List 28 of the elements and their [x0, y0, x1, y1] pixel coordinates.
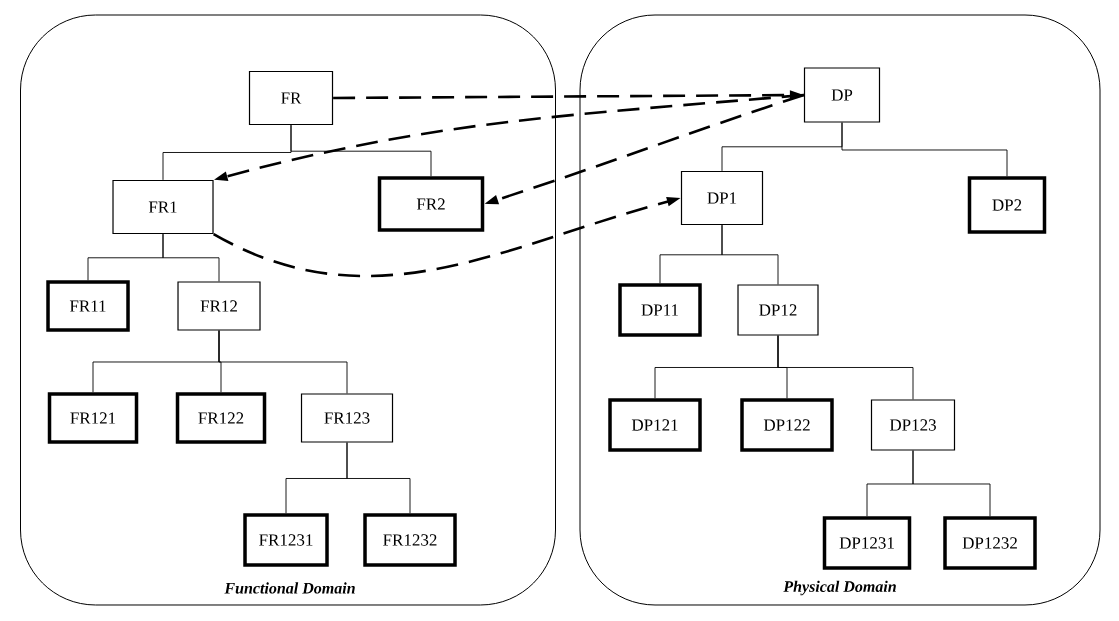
- tree-connector: [346, 442, 411, 514]
- requirement-box: DP1231: [822, 516, 912, 570]
- requirement-box: FR123: [300, 393, 394, 443]
- requirement-box: FR121: [47, 392, 139, 444]
- tree-connector: [721, 224, 779, 285]
- requirement-box: FR: [248, 70, 334, 126]
- tree-connector: [912, 450, 991, 517]
- requirement-box: FR2: [377, 176, 485, 232]
- requirement-box: DP11: [618, 283, 702, 337]
- tree-connector: [777, 335, 914, 400]
- tree-connector: [841, 122, 1008, 177]
- requirement-box: DP: [803, 67, 881, 123]
- requirement-box: FR12: [177, 281, 261, 331]
- requirement-box: FR1231: [243, 513, 329, 567]
- requirement-box: DP122: [740, 398, 834, 452]
- tree-connector: [218, 330, 348, 394]
- requirement-box: DP2: [967, 176, 1047, 234]
- requirement-box: DP123: [870, 399, 956, 451]
- requirement-box: FR1: [112, 179, 214, 235]
- requirement-box: DP121: [608, 398, 702, 452]
- requirement-box: FR11: [46, 280, 130, 332]
- tree-connector: [162, 233, 220, 282]
- requirement-box: DP1232: [943, 516, 1037, 570]
- requirement-box: DP1: [680, 170, 764, 226]
- tree-connector: [290, 124, 432, 177]
- requirement-box: FR122: [175, 392, 267, 444]
- requirement-box: FR1232: [363, 513, 457, 567]
- requirement-box: DP12: [737, 284, 819, 336]
